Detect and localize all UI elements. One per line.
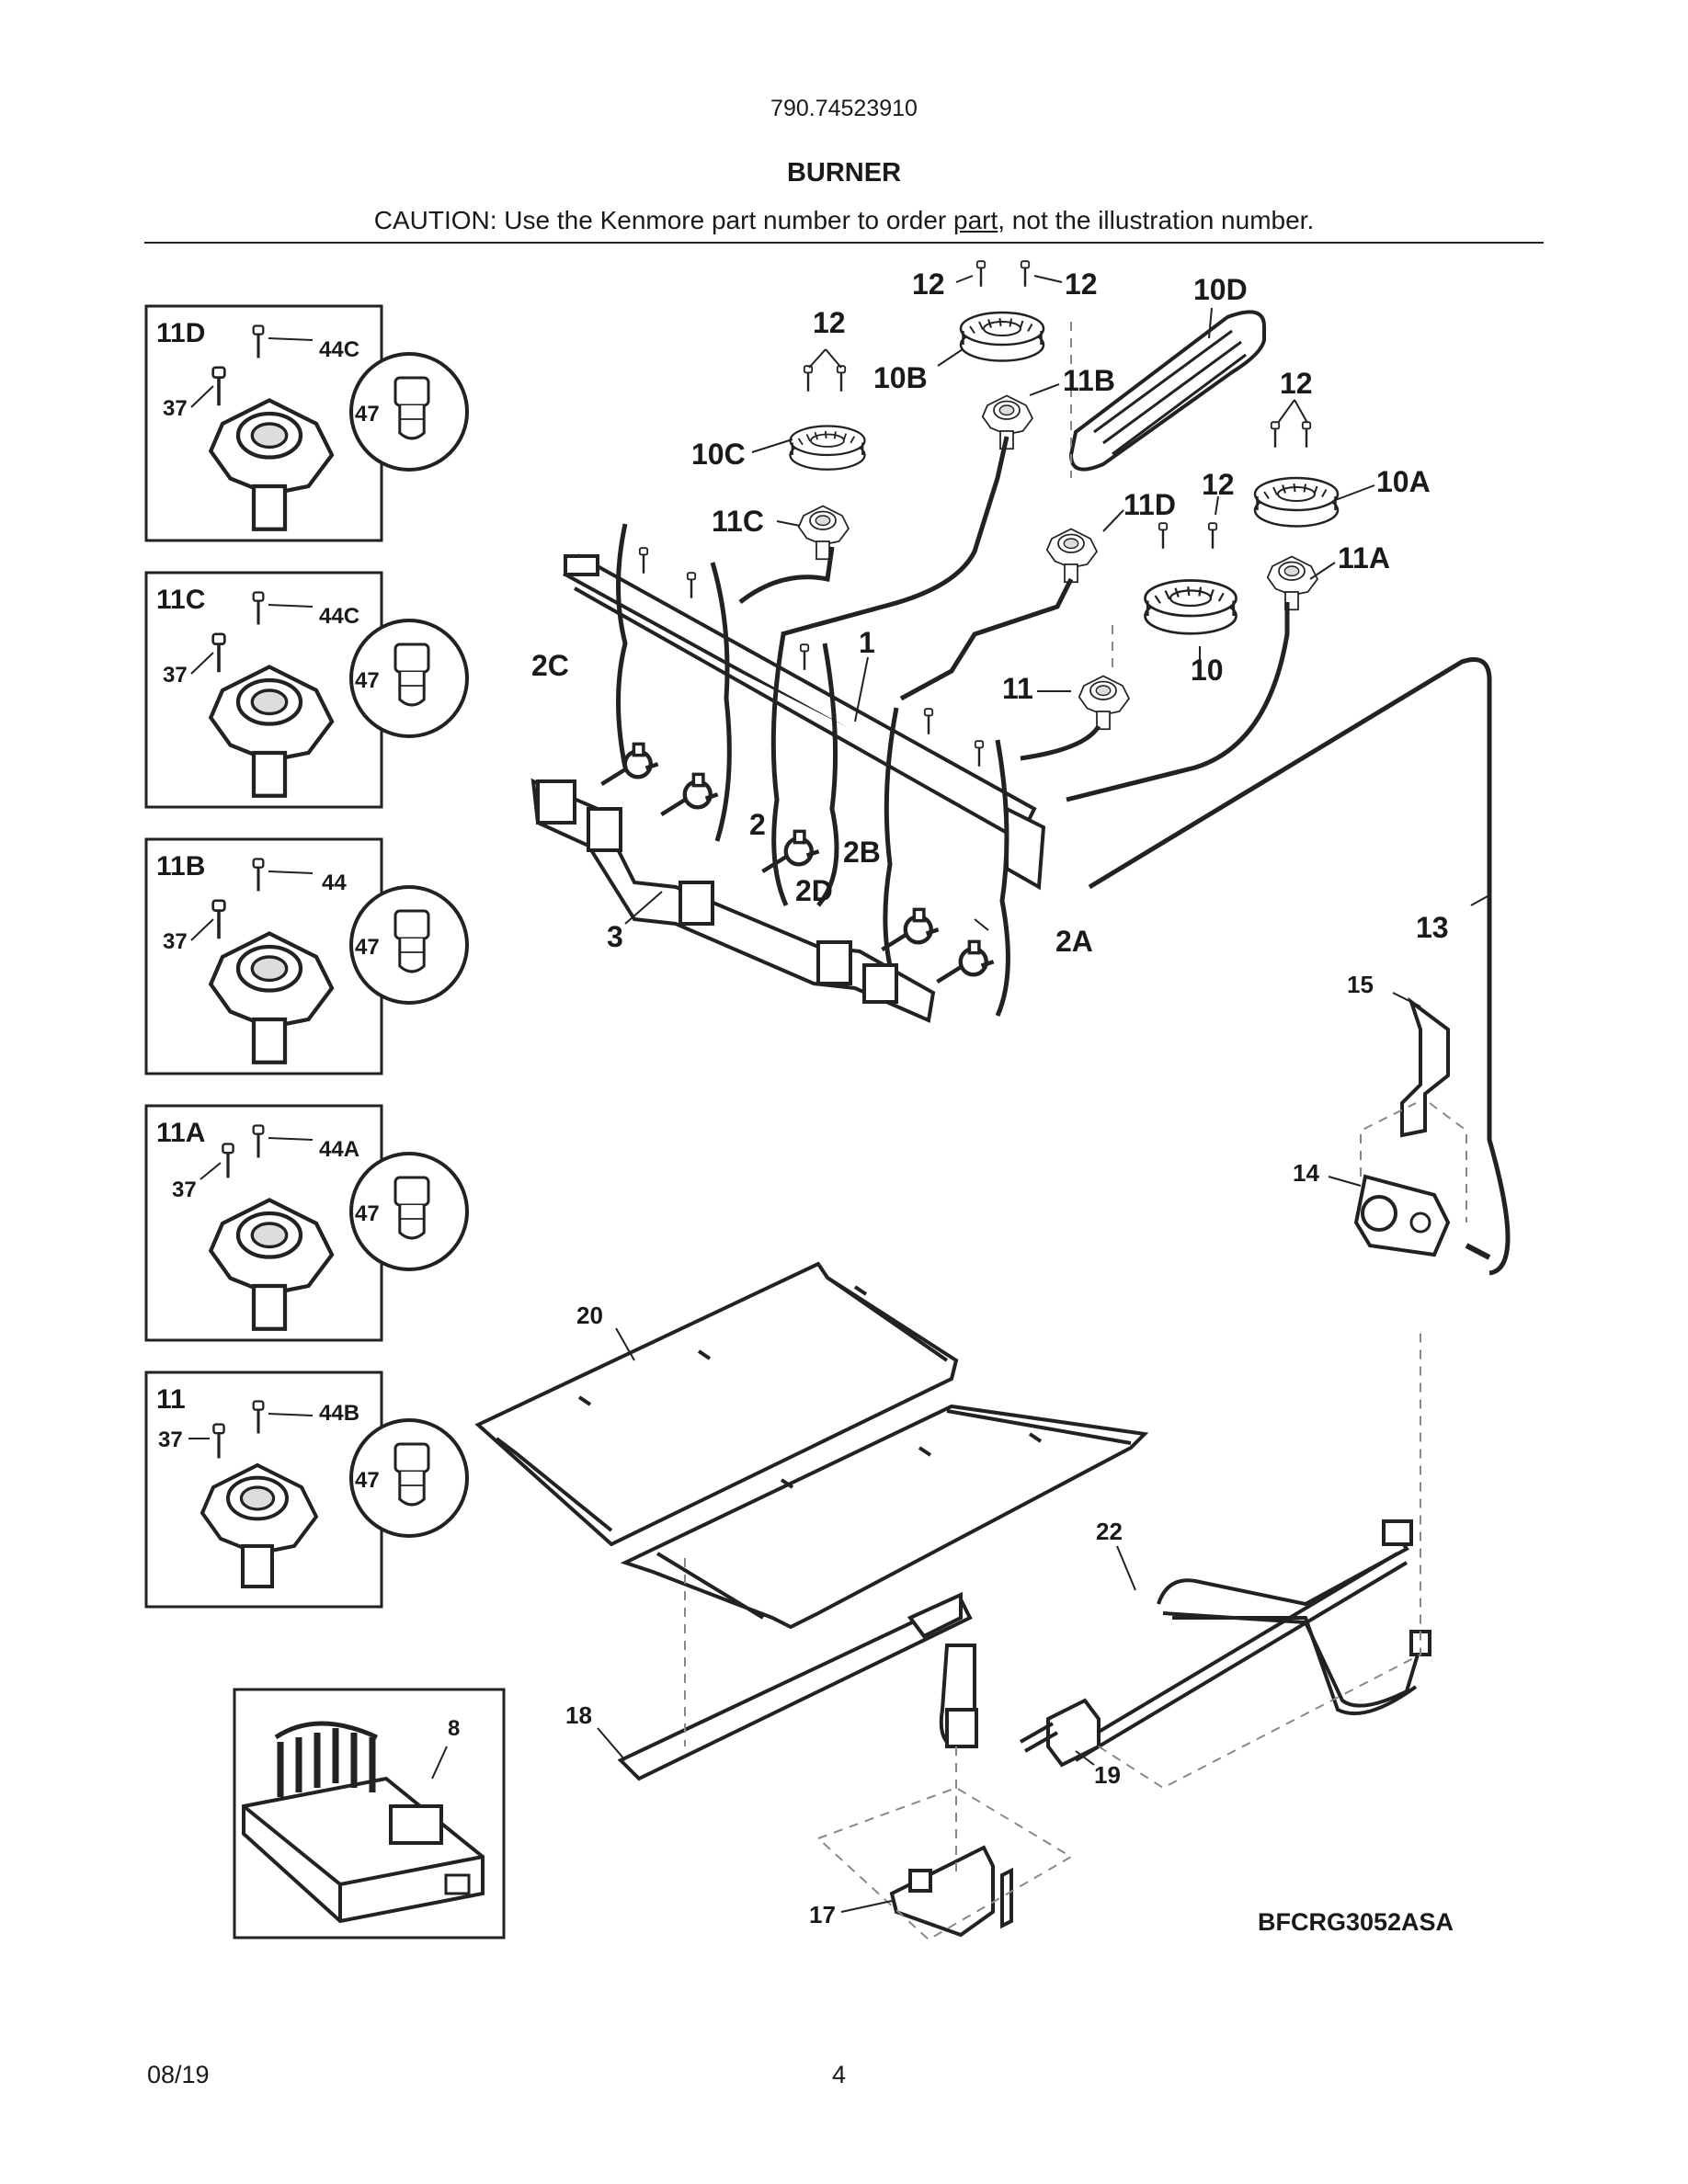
inset-label: 11A <box>156 1118 205 1148</box>
inset-label: 11 <box>156 1384 186 1415</box>
label-10D: 10D <box>1193 273 1248 306</box>
label-20: 20 <box>576 1302 603 1329</box>
label-11C: 11C <box>712 505 764 538</box>
label-11B: 11B <box>1063 364 1115 397</box>
inset-11A: 11A 44A 37 47 <box>144 1104 469 1342</box>
label-2: 2 <box>749 808 766 841</box>
callout-labels: 12 12 10D 12 10B 11B 12 10C 10A 11C 11D … <box>531 267 1454 1936</box>
label-12: 12 <box>912 267 945 301</box>
inset-part-orifice: 47 <box>355 668 380 693</box>
footer-date: 08/19 <box>147 2061 210 2088</box>
dashed-guides <box>684 322 1467 1941</box>
inset-part-screw: 37 <box>163 663 188 688</box>
diagram-code: BFCRG3052ASA <box>1258 1908 1454 1936</box>
valve-group-brackets <box>616 523 1010 1018</box>
inset-part-orifice: 47 <box>355 1201 380 1226</box>
label-13: 13 <box>1416 911 1449 944</box>
label-10: 10 <box>1191 654 1224 687</box>
caution-prefix: CAUTION: Use the Kenmore part number to … <box>373 206 953 234</box>
label-12: 12 <box>813 306 846 339</box>
label-11: 11 <box>1002 672 1033 705</box>
label-10A: 10A <box>1376 465 1431 498</box>
valve-heads <box>797 394 1318 731</box>
label-19: 19 <box>1094 1761 1121 1789</box>
label-14: 14 <box>1293 1159 1319 1187</box>
label-12: 12 <box>1202 468 1235 501</box>
inset-part-screw: 37 <box>158 1428 183 1452</box>
label-10C: 10C <box>691 438 746 471</box>
wire-harness-22 <box>1065 1519 1431 1762</box>
label-2C: 2C <box>531 649 569 682</box>
label-12: 12 <box>1280 367 1313 400</box>
inset-11B: 11B 44 37 47 <box>144 837 469 1075</box>
model-number: 790.74523910 <box>770 96 918 121</box>
caution-suffix: , not the illustration number. <box>998 206 1315 234</box>
inset-part-top: 44C <box>319 604 359 629</box>
inset-part-top: 44B <box>319 1401 359 1426</box>
manifold-bar <box>563 553 1046 891</box>
inset-part-screw: 37 <box>163 396 188 421</box>
footer-page-number: 4 <box>832 2061 847 2088</box>
inset-part-screw: 37 <box>172 1177 197 1202</box>
inset-label: 11B <box>156 851 205 882</box>
spark-module-17 <box>889 1845 1013 1938</box>
label-3: 3 <box>607 920 623 953</box>
ignition-switch-19 <box>1020 1698 1101 1768</box>
inset-11C: 11C 44C 37 47 <box>144 571 469 809</box>
inset-11: 11 44B 37 47 <box>144 1371 469 1609</box>
label-11D: 11D <box>1123 488 1176 521</box>
header-rule <box>144 242 1544 244</box>
inset-part-top: 44C <box>319 337 359 362</box>
label-15: 15 <box>1347 971 1374 998</box>
inset-part-top: 44A <box>319 1137 359 1162</box>
label-1: 1 <box>859 626 875 659</box>
valve-bracket-3 <box>530 778 936 1023</box>
label-10B: 10B <box>873 361 928 394</box>
caution-note: CAUTION: Use the Kenmore part number to … <box>0 206 1688 235</box>
part-label-8: 8 <box>448 1716 460 1741</box>
gas-tubes <box>738 436 1511 1276</box>
label-12: 12 <box>1065 267 1098 301</box>
inset-part-orifice: 47 <box>355 1468 380 1493</box>
burner-caps <box>789 310 1340 635</box>
pressure-regulator <box>1353 996 1491 1260</box>
inset-part-top: 44 <box>322 870 347 895</box>
label-2A: 2A <box>1055 925 1093 958</box>
label-11A: 11A <box>1338 541 1390 574</box>
inset-11D: 11D 44C 37 47 <box>144 304 469 542</box>
label-17: 17 <box>809 1901 836 1928</box>
label-18: 18 <box>565 1701 592 1729</box>
inset-part-orifice: 47 <box>355 402 380 427</box>
electrode-bracket-18 <box>617 1591 978 1781</box>
label-2B: 2B <box>843 836 881 869</box>
inset-part-screw: 37 <box>163 929 188 954</box>
burner-base-tray-20 <box>474 1261 1149 1630</box>
label-22: 22 <box>1096 1518 1123 1545</box>
inset-label: 11C <box>156 585 205 615</box>
caution-part-word: part <box>953 206 998 234</box>
inset-label: 11D <box>156 318 205 348</box>
label-2D: 2D <box>795 874 833 907</box>
inset-part-orifice: 47 <box>355 935 380 960</box>
callout-leaders <box>597 275 1488 1913</box>
spark-module-inset: 8 <box>233 1688 506 1939</box>
page-title: BURNER <box>786 158 902 188</box>
